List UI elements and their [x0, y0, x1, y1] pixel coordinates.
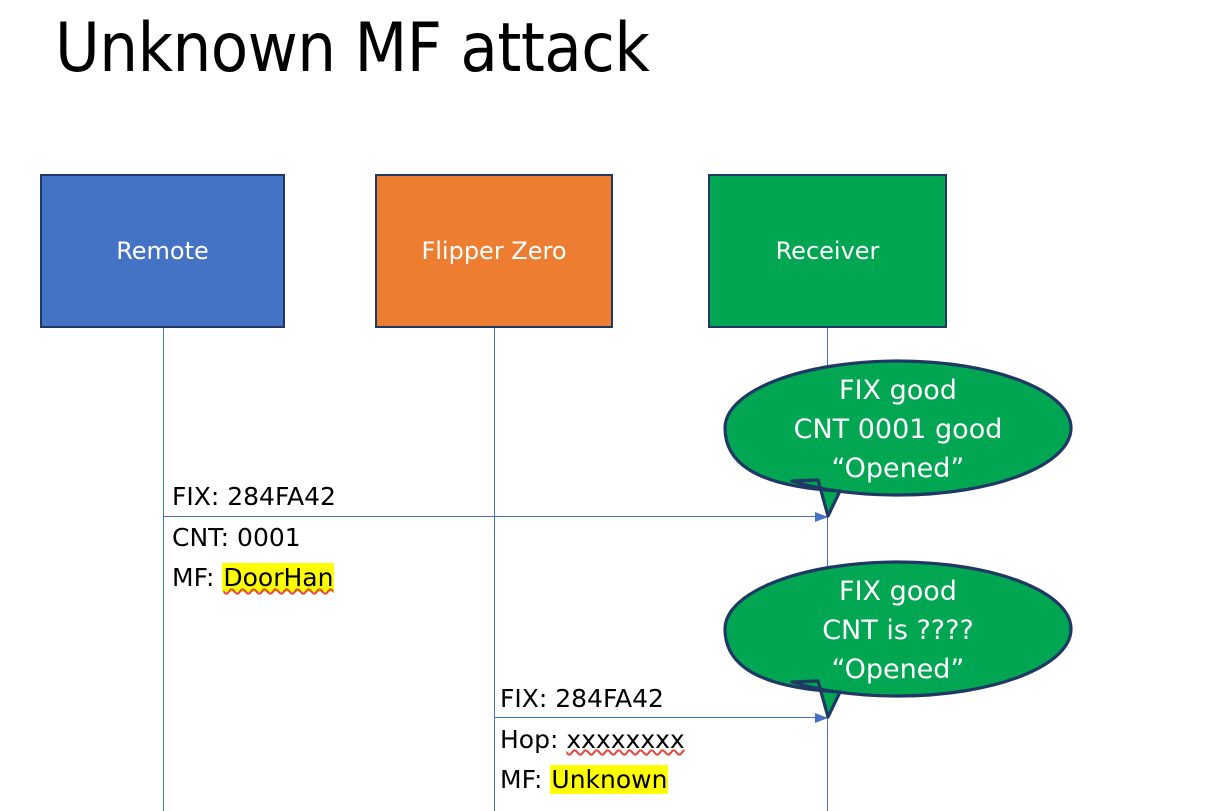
actor-label-flipper: Flipper Zero [421, 237, 567, 265]
message-2-hop-prefix: Hop: [500, 725, 567, 754]
page-title: Unknown MF attack [55, 9, 650, 88]
message-2-hop-line: Hop: xxxxxxxx [500, 720, 685, 760]
message-2-detail-block: Hop: xxxxxxxx MF: Unknown [500, 720, 685, 800]
callout-bubble-receiver-first: FIX good CNT 0001 good “Opened” [722, 358, 1074, 522]
actor-box-flipper[interactable]: Flipper Zero [375, 174, 613, 328]
callout-shape-icon [723, 560, 1073, 719]
message-2-hop-value: xxxxxxxx [566, 725, 685, 754]
callout-shape-icon [723, 359, 1073, 518]
message-arrow-remote-to-receiver [163, 511, 828, 522]
actor-label-remote: Remote [116, 237, 209, 265]
message-arrow-flipper-to-receiver [494, 712, 828, 723]
actor-box-remote[interactable]: Remote [40, 174, 285, 328]
message-2-mf-prefix: MF: [500, 765, 551, 794]
message-1-detail-block: CNT: 0001 MF: DoorHan [172, 518, 335, 598]
lifeline-flipper [494, 328, 495, 811]
message-2-fix-label: FIX: 284FA42 [500, 684, 664, 713]
message-1-mf-prefix: MF: [172, 563, 223, 592]
callout-bubble-receiver-second: FIX good CNT is ???? “Opened” [722, 559, 1074, 723]
message-2-mf-value: Unknown [550, 765, 669, 794]
message-1-fix-label: FIX: 284FA42 [172, 482, 336, 511]
message-1-mf-line: MF: DoorHan [172, 558, 335, 598]
actor-label-receiver: Receiver [775, 237, 880, 265]
message-1-cnt-line: CNT: 0001 [172, 518, 334, 558]
message-1-mf-value: DoorHan [222, 563, 335, 592]
actor-box-receiver[interactable]: Receiver [708, 174, 947, 328]
lifeline-remote [163, 328, 164, 811]
message-1-cnt-text: CNT: 0001 [172, 523, 301, 552]
message-2-mf-line: MF: Unknown [500, 760, 685, 800]
